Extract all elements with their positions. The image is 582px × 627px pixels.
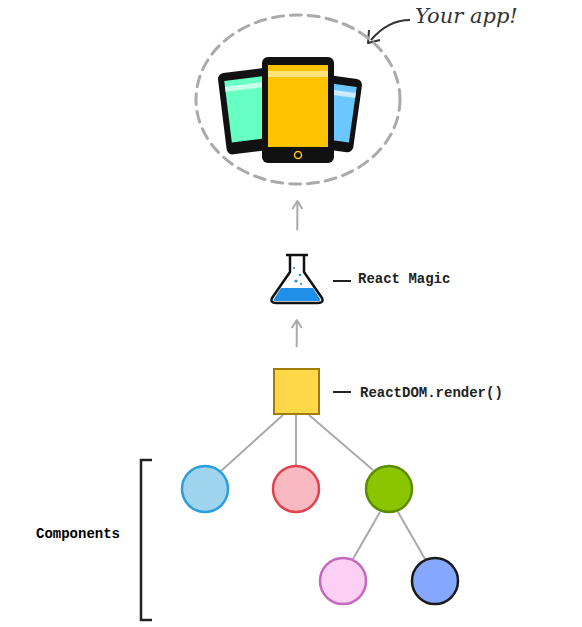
flask-bubble xyxy=(299,274,302,277)
component-circle xyxy=(273,466,319,512)
app-group: Your app! xyxy=(193,12,403,187)
flask-bubble xyxy=(293,267,295,269)
node-label: Your app! xyxy=(415,4,518,28)
tree-wires xyxy=(221,415,425,559)
leader-line xyxy=(333,280,351,282)
flask-liquid xyxy=(274,288,321,301)
tree-wire xyxy=(295,415,297,465)
pointer-arrow-head xyxy=(368,30,380,43)
flask-icon: React Magic xyxy=(270,252,324,306)
pointer-arrow xyxy=(371,20,410,40)
tree-wire xyxy=(309,415,373,470)
dashed-outline xyxy=(196,15,400,184)
render-box: ReactDOM.render() xyxy=(273,368,320,415)
component-circle xyxy=(412,558,458,604)
tablet-screen xyxy=(268,65,328,147)
flow-arrow xyxy=(296,201,298,230)
flask-bubble xyxy=(294,279,297,282)
component-circle xyxy=(366,466,412,512)
group-bracket xyxy=(141,460,152,620)
component-circle xyxy=(182,466,228,512)
tree-wire xyxy=(353,512,380,559)
tablet-body xyxy=(262,57,334,163)
flask-bubble xyxy=(300,283,302,285)
flask-outline xyxy=(272,255,323,303)
component-circle xyxy=(320,558,366,604)
group-label: Components xyxy=(36,526,120,542)
yellow-tablet xyxy=(262,57,334,163)
tree-wire xyxy=(221,415,283,471)
home-button xyxy=(295,152,302,159)
flow-arrow xyxy=(296,320,298,347)
outline-shape xyxy=(193,12,403,187)
screen-stripe xyxy=(268,71,328,77)
tree-wire xyxy=(398,512,425,559)
node-label: ReactDOM.render() xyxy=(360,385,503,401)
outline-shape xyxy=(270,252,324,306)
node-label: React Magic xyxy=(358,271,450,287)
leader-line xyxy=(333,391,351,393)
